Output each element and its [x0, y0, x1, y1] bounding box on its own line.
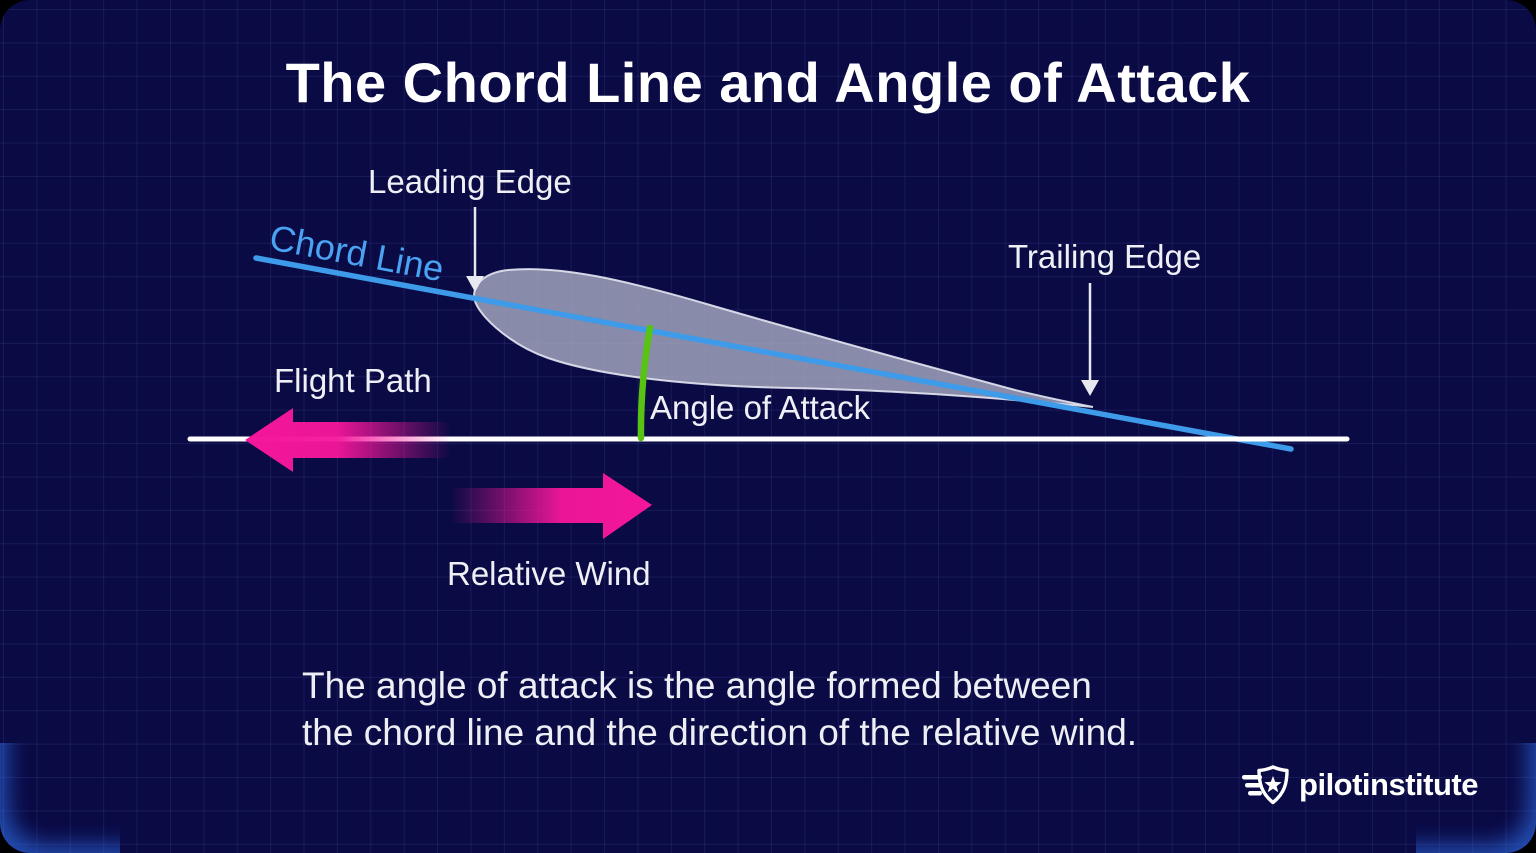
trailing-edge-label: Trailing Edge — [1008, 238, 1202, 275]
relative-wind-arrow — [452, 473, 652, 539]
page-title: The Chord Line and Angle of Attack — [285, 51, 1251, 114]
leading-edge-arrow — [466, 207, 484, 292]
logo-brand-text: pilotinstitute — [1299, 767, 1478, 802]
relative-wind-label: Relative Wind — [447, 555, 651, 592]
flight-path-arrow — [245, 408, 450, 472]
angle-of-attack-label: Angle of Attack — [650, 389, 871, 426]
angle-of-attack-arc — [637, 324, 654, 442]
leading-edge-label: Leading Edge — [368, 163, 572, 200]
caption-line-1: The angle of attack is the angle formed … — [302, 665, 1092, 706]
chord-line — [253, 255, 1294, 452]
pilot-institute-logo: pilotinstitute — [1240, 762, 1478, 808]
caption-line-2: the chord line and the direction of the … — [302, 712, 1138, 753]
airfoil-shape — [472, 268, 1094, 408]
winged-shield-star-icon — [1242, 765, 1289, 805]
flight-path-label: Flight Path — [274, 362, 432, 399]
trailing-edge-arrow — [1081, 283, 1099, 396]
caption-text: The angle of attack is the angle formed … — [302, 662, 1137, 756]
